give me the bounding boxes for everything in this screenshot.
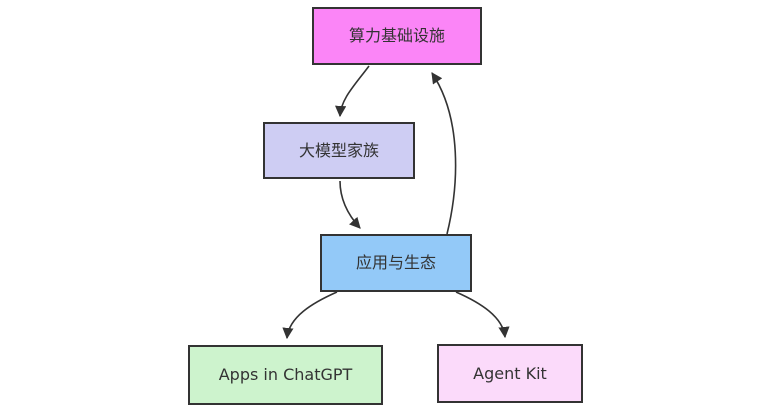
node-apps-in-chatgpt: Apps in ChatGPT [188,345,383,405]
node-model-family-label: 大模型家族 [298,140,379,160]
node-agent-kit: Agent Kit [437,344,583,403]
node-compute-infra: 算力基础设施 [312,7,482,65]
node-compute-infra-label: 算力基础设施 [348,26,445,46]
edge-model-family-to-apps-ecosystem [339,180,361,229]
node-apps-ecosystem: 应用与生态 [320,234,472,292]
edge-apps-ecosystem-to-apps-in-chatgpt [282,291,338,340]
node-apps-in-chatgpt-label: Apps in ChatGPT [218,365,353,385]
node-model-family: 大模型家族 [263,122,415,179]
node-agent-kit-label: Agent Kit [473,363,547,383]
edge-compute-infra-to-model-family [335,65,370,118]
edge-apps-ecosystem-to-agent-kit [455,291,510,339]
edge-apps-ecosystem-to-compute-infra [431,72,457,235]
node-apps-ecosystem-label: 应用与生态 [355,253,436,273]
